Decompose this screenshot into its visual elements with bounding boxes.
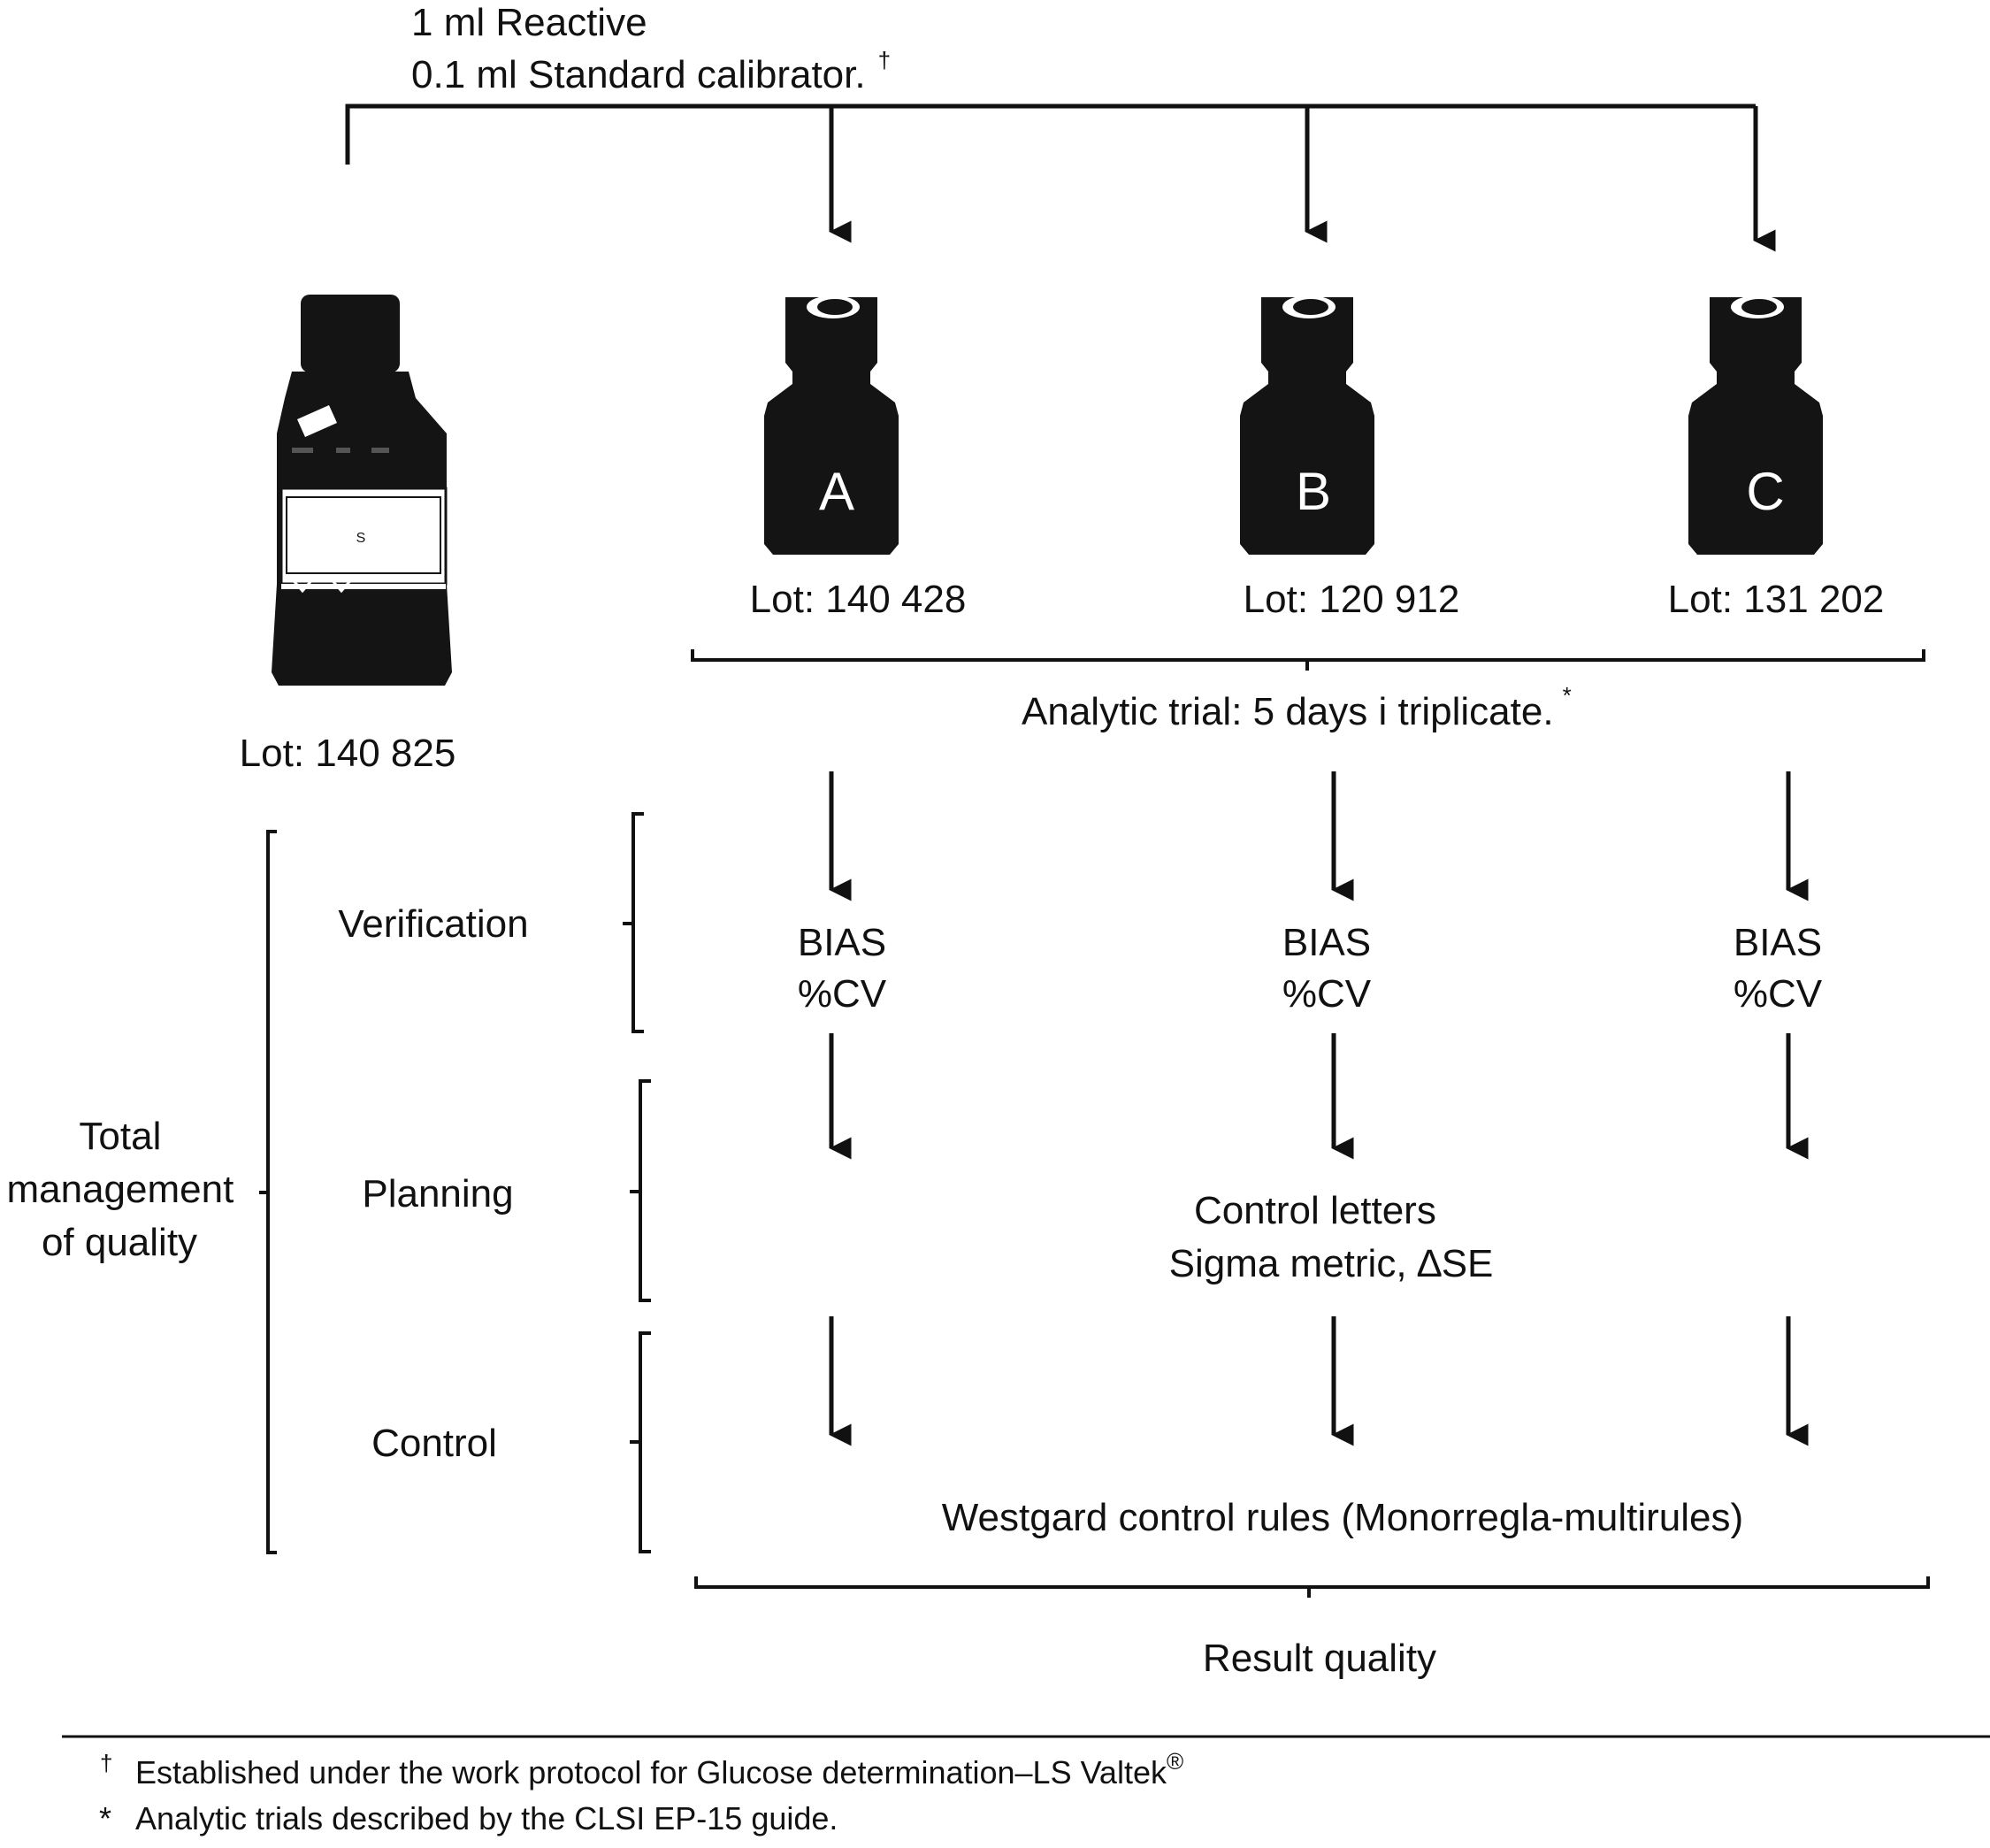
vial-lot-text: Lot: 120 912	[1244, 578, 1460, 621]
vial-c: C	[1688, 295, 1823, 555]
header-calibrator-text: 0.1 ml Standard calibrator.†	[411, 47, 891, 96]
vial-body	[1240, 297, 1374, 555]
vial-body	[1688, 297, 1823, 555]
reference-bottle: S	[272, 295, 452, 686]
reference-lot-text: Lot: 140 825	[240, 732, 456, 775]
vial-letter: B	[1296, 462, 1331, 521]
control-bracket	[630, 1331, 651, 1553]
control-label: Control	[371, 1422, 497, 1465]
cv-text: %CV	[1282, 972, 1372, 1016]
result-bracket	[694, 1576, 1930, 1598]
cv-text: %CV	[798, 972, 887, 1016]
top-distribution-line	[345, 104, 1756, 165]
vial-cap-opening	[1293, 299, 1328, 315]
verification-bracket	[623, 812, 644, 1033]
total-management-text: Total management of quality	[6, 1115, 244, 1264]
footnote-asterisk-mark: *	[99, 1800, 111, 1836]
vial-lot-text: Lot: 140 428	[750, 578, 967, 621]
footnote-dagger-text: Established under the work protocol for …	[135, 1748, 1183, 1790]
vial-cap-opening	[817, 299, 853, 315]
vial-b: B	[1240, 295, 1374, 555]
bias-text: BIAS	[1734, 921, 1822, 964]
total-bracket	[259, 830, 277, 1554]
vial-letter: A	[819, 462, 854, 521]
reference-bottle-sticker	[297, 405, 337, 437]
reference-bottle-label	[279, 487, 448, 586]
column-group: BIAS %CV BIAS %CV BIAS %CV	[798, 771, 1823, 1446]
result-quality-text: Result quality	[1203, 1637, 1436, 1680]
vial-group: A Lot: 140 428 B Lot: 120 912 C Lot: 131 202	[750, 295, 1885, 621]
control-result-text: Westgard control rules (Monorregla-multi…	[942, 1496, 1743, 1539]
planning-label: Planning	[362, 1172, 513, 1215]
reference-bottle-label-mark: S	[356, 531, 366, 546]
header-reactive-text: 1 ml Reactive	[411, 1, 647, 44]
vial-a: A	[764, 295, 899, 555]
vial-cap-opening	[1741, 299, 1777, 315]
vial-lot-text: Lot: 131 202	[1668, 578, 1885, 621]
bias-text: BIAS	[798, 921, 886, 964]
vial-letter: C	[1746, 462, 1784, 521]
footnote-asterisk-text: Analytic trials described by the CLSI EP…	[135, 1800, 838, 1836]
analytic-trial-text: Analytic trial: 5 days i triplicate.*	[1022, 682, 1572, 733]
footnote-dagger-mark: †	[100, 1750, 112, 1776]
verification-label: Verification	[338, 902, 528, 946]
cv-text: %CV	[1734, 972, 1823, 1016]
lot-bracket	[691, 649, 1925, 671]
planning-bracket	[630, 1079, 651, 1302]
planning-result-text: Control letters Sigma metric, ∆SE	[1169, 1189, 1494, 1285]
vial-body	[764, 297, 899, 555]
bias-text: BIAS	[1282, 921, 1371, 964]
